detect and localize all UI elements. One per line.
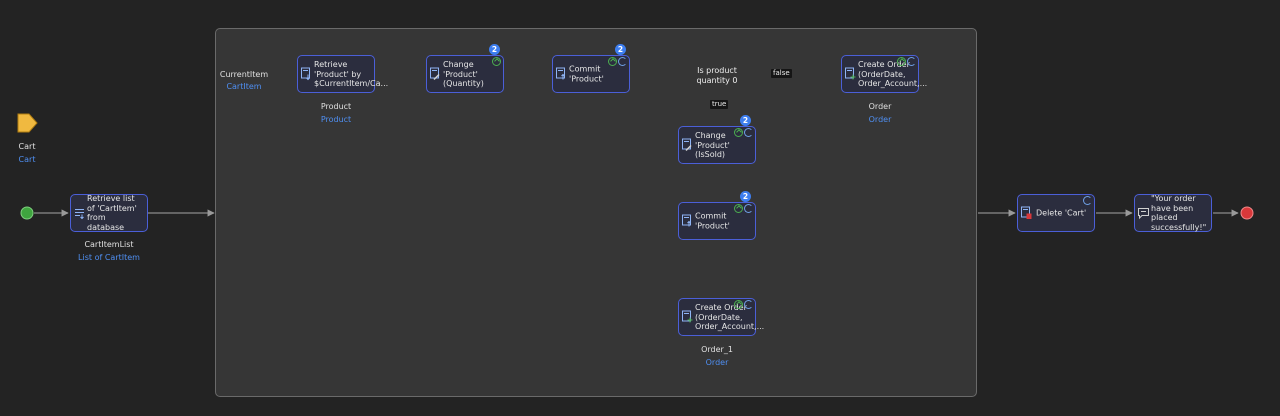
delete-object-icon: [1021, 206, 1032, 219]
variable-name: CartItemList: [84, 240, 134, 249]
commit-icon: [897, 57, 906, 66]
count-badge: 2: [615, 44, 626, 55]
variable-type: Order: [868, 115, 892, 124]
refresh-icon: [618, 57, 627, 66]
parameter-name: Cart: [18, 142, 36, 151]
refresh-icon: [744, 300, 753, 309]
change-object-icon: [430, 67, 440, 81]
retrieve-icon: [301, 67, 310, 81]
list-retrieve-icon: [75, 209, 84, 220]
commit-product-activity[interactable]: Commit 'Product': [552, 55, 630, 93]
variable-type: List of CartItem: [78, 253, 140, 262]
delete-cart-activity[interactable]: Delete 'Cart': [1017, 194, 1095, 232]
show-message-activity[interactable]: "Your order have been placed successfull…: [1134, 194, 1212, 232]
end-event: [1240, 206, 1254, 220]
commit-icon: [492, 57, 501, 66]
variable-type: Order: [705, 358, 729, 367]
change-issold-activity[interactable]: Change 'Product' (IsSold): [678, 126, 756, 164]
count-badge: 2: [740, 115, 751, 126]
count-badge: 2: [489, 44, 500, 55]
true-flow-label: true: [710, 100, 729, 109]
create-object-icon: [845, 67, 856, 80]
variable-name: Order: [868, 102, 892, 111]
message-icon: [1138, 208, 1149, 220]
refresh-icon: [1083, 196, 1092, 205]
parameter-icon: [17, 113, 38, 133]
start-event: [20, 206, 34, 220]
retrieve-product-activity[interactable]: Retrieve 'Product' by $CurrentItem/Ca...: [297, 55, 388, 93]
retrieve-list-activity[interactable]: Retrieve list of 'CartItem' from databas…: [70, 194, 148, 232]
refresh-icon: [744, 128, 753, 137]
count-badge: 2: [740, 191, 751, 202]
change-quantity-activity[interactable]: Change 'Product' (Quantity): [426, 55, 504, 93]
commit-product-activity[interactable]: Commit 'Product': [678, 202, 756, 240]
create-object-icon: [682, 310, 693, 323]
create-order-1-activity[interactable]: Create Order (OrderDate, Order_Account,.…: [678, 298, 764, 336]
false-flow-label: false: [771, 69, 792, 78]
change-object-icon: [682, 138, 692, 152]
commit-object-icon: [682, 214, 691, 227]
create-order-activity[interactable]: Create Order (OrderDate, Order_Account,.…: [841, 55, 927, 93]
commit-icon: [734, 300, 743, 309]
commit-icon: [734, 204, 743, 213]
commit-icon: [608, 57, 617, 66]
variable-name: Product: [320, 102, 352, 111]
loop-iterator-name: CurrentItem: [219, 70, 269, 79]
loop-iterator-type: CartItem: [226, 82, 262, 91]
variable-type: Product: [320, 115, 352, 124]
commit-icon: [734, 128, 743, 137]
variable-name: Order_1: [701, 345, 733, 354]
commit-object-icon: [556, 67, 565, 80]
parameter-type: Cart: [18, 155, 36, 164]
refresh-icon: [744, 204, 753, 213]
refresh-icon: [907, 57, 916, 66]
decision-label[interactable]: Is product quantity 0: [696, 66, 738, 85]
